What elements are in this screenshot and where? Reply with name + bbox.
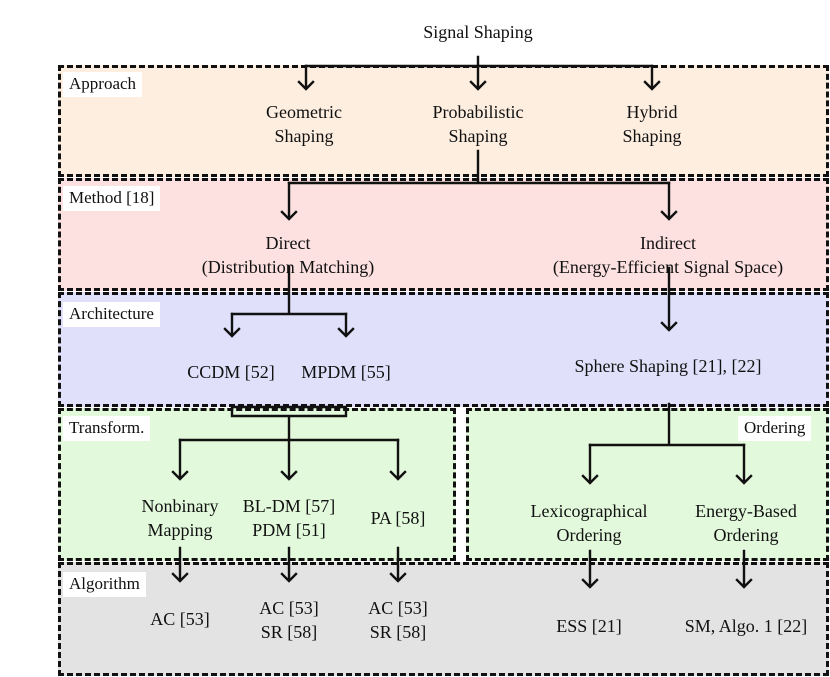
direct-method-node: Direct (Distribution Matching) [201,233,375,277]
ordering-label: Ordering [738,416,812,441]
approach-layer [58,65,829,177]
hybrid-shaping-node: Hybrid Shaping [622,102,682,146]
arrow-to-geometric [297,64,315,91]
ac-sr-node-2: AC [53] SR [58] [368,598,428,642]
probabilistic-shaping-node: Probabilistic Shaping [432,102,524,146]
pa-node: PA [58] [370,508,426,528]
arrow-to-sphere-shaping [660,266,678,332]
transform-label: Transform. [63,416,151,441]
ac1-node: AC [53] [150,609,210,629]
arrow-to-bldm [280,438,298,481]
ccdm-node: CCDM [52] [187,362,275,382]
connector-architecture-transform [178,405,400,442]
algorithm-label: Algorithm [63,572,146,597]
connector-probabilistic-method [287,149,671,185]
arrow-to-energy-based [735,443,753,485]
sm-algo-node: SM, Algo. 1 [22] [684,616,808,636]
method-label: Method [18] [63,186,161,211]
ac-sr-node-1: AC [53] SR [58] [259,598,319,642]
arrow-to-ccdm [223,312,241,338]
arrow-to-mpdm [337,312,355,338]
arrow-to-indirect [660,181,678,221]
approach-label: Approach [63,72,143,97]
connector-title-approach [304,55,654,68]
lexicographical-ordering-node: Lexicographical Ordering [530,501,648,545]
diagram-title: Signal Shaping [423,22,533,42]
arrow-to-pa [389,438,407,481]
arrow-to-hybrid [643,64,661,91]
energy-based-ordering-node: Energy-Based Ordering [695,501,797,545]
arrow-to-ac2 [280,546,298,583]
algorithm-layer [58,562,829,676]
ess-node: ESS [21] [556,616,622,636]
arrow-to-sm [735,549,753,589]
geometric-shaping-node: Geometric Shaping [266,102,342,146]
arrow-to-ac3 [389,546,407,583]
architecture-label: Architecture [63,302,160,327]
sphere-shaping-node: Sphere Shaping [21], [22] [574,356,762,376]
mpdm-node: MPDM [55] [301,362,391,382]
architecture-layer [58,292,829,407]
arrow-to-lexicographical [581,443,599,485]
nonbinary-mapping-node: Nonbinary Mapping [141,496,219,540]
arrow-to-probabilistic [469,64,487,91]
bldm-pdm-node: BL-DM [57] PDM [51] [242,496,336,540]
arrow-to-ac1 [171,546,189,583]
connector-direct-architecture [230,265,348,316]
arrow-to-direct [280,181,298,221]
arrow-to-nonbinary [171,438,189,481]
arrow-to-ess [581,549,599,589]
indirect-method-node: Indirect (Energy-Efficient Signal Space) [552,233,784,277]
method-layer [58,178,829,291]
connector-sphere-ordering [588,402,746,447]
